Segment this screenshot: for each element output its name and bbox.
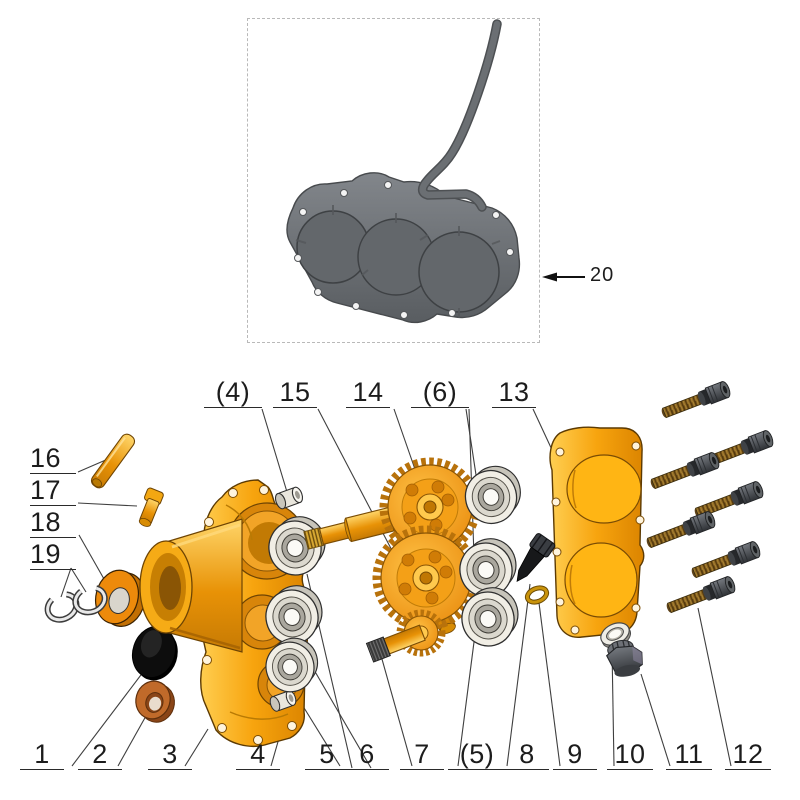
callout-5: 5 <box>305 740 349 770</box>
callout-15: 15 <box>273 378 317 408</box>
assembled-gearbox <box>286 19 521 324</box>
copper-seal-ring <box>135 680 175 723</box>
callout-8: 8 <box>505 740 549 770</box>
o-ring <box>524 585 550 605</box>
callout-10: 10 <box>607 740 653 770</box>
callout-4: 4 <box>236 740 280 770</box>
callout-16: 16 <box>30 444 76 474</box>
detent-fitting <box>138 487 164 527</box>
callout-18: 18 <box>30 508 76 538</box>
callout-20: 20 <box>590 264 615 286</box>
callout-6: 6 <box>345 740 389 770</box>
callout-7: 7 <box>400 740 444 770</box>
output-gear-shaft <box>365 525 480 663</box>
output-gear <box>372 525 480 631</box>
callout-11: 11 <box>666 740 712 770</box>
callout-6-dup: (6) <box>411 378 469 408</box>
bushing <box>273 485 305 511</box>
end-cover <box>549 426 645 638</box>
input-gear <box>379 457 481 557</box>
bell-extension <box>139 518 243 653</box>
callout-3: 3 <box>148 740 192 770</box>
breather-nut <box>606 639 643 677</box>
input-gear-shaft <box>303 457 481 557</box>
callout-9: 9 <box>553 740 597 770</box>
arrow-to-assembly <box>542 272 585 282</box>
leader-lines <box>60 408 732 769</box>
shift-rail-pin <box>90 433 136 489</box>
callout-13: 13 <box>492 378 536 408</box>
socket-bolts <box>643 379 776 618</box>
inset-frame <box>247 18 540 343</box>
callout-19: 19 <box>30 540 76 570</box>
callout-14: 14 <box>346 378 390 408</box>
seal-washer <box>600 622 631 649</box>
callout-2: 2 <box>78 740 122 770</box>
callout-17: 17 <box>30 476 76 506</box>
callout-5-dup: (5) <box>448 740 506 770</box>
callout-1: 1 <box>20 740 64 770</box>
rubber-seal-plug <box>131 625 178 681</box>
sensor-switch <box>516 533 556 583</box>
callout-12: 12 <box>725 740 771 770</box>
callout-4-dup: (4) <box>204 378 262 408</box>
spacer-washer <box>95 569 146 627</box>
